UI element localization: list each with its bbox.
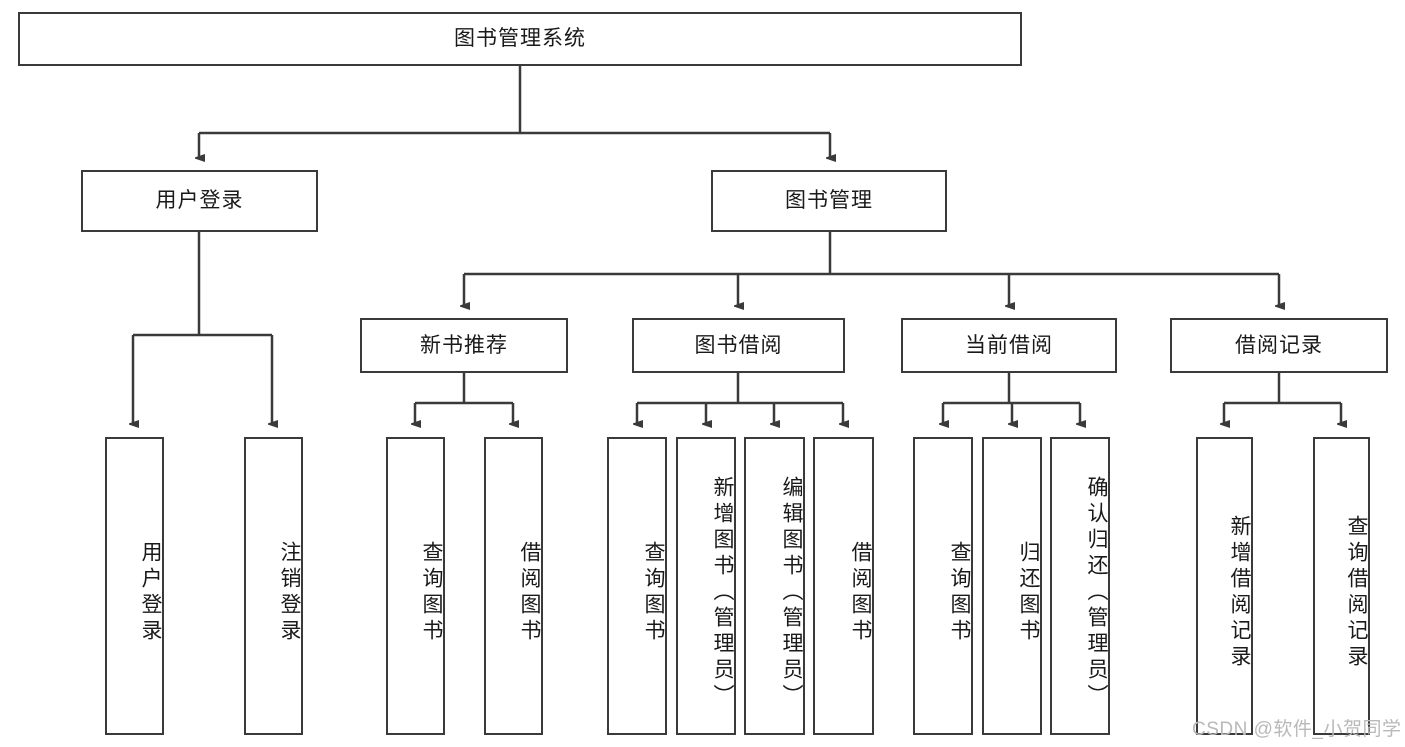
node-new-book-recommend-label: 新书推荐 (420, 333, 508, 357)
node-leaf-user-login-label: 用户登录 (139, 541, 162, 645)
node-leaf-query-book-borrow-label: 查询图书 (642, 541, 665, 645)
node-leaf-logout-label: 注销登录 (278, 541, 301, 645)
node-current-borrow[interactable]: 当前借阅 (901, 318, 1117, 373)
node-leaf-edit-book-admin[interactable]: 编辑图书（管理员） (744, 437, 805, 735)
node-user-login[interactable]: 用户登录 (81, 170, 318, 232)
node-leaf-edit-book-admin-label: 编辑图书（管理员） (780, 476, 803, 710)
node-leaf-confirm-return-admin[interactable]: 确认归还（管理员） (1050, 437, 1110, 735)
node-borrow-record[interactable]: 借阅记录 (1170, 318, 1388, 373)
node-leaf-logout[interactable]: 注销登录 (244, 437, 303, 735)
node-leaf-query-borrow-record-label: 查询借阅记录 (1345, 515, 1368, 671)
node-leaf-user-login[interactable]: 用户登录 (105, 437, 164, 735)
node-leaf-borrow-book-recommend[interactable]: 借阅图书 (484, 437, 543, 735)
node-leaf-query-book-recommend-label: 查询图书 (420, 541, 443, 645)
node-current-borrow-label: 当前借阅 (965, 333, 1053, 357)
node-book-borrow[interactable]: 图书借阅 (632, 318, 845, 373)
node-leaf-add-book-admin-label: 新增图书（管理员） (711, 476, 734, 710)
node-leaf-query-book-recommend[interactable]: 查询图书 (386, 437, 445, 735)
node-leaf-query-book-current[interactable]: 查询图书 (913, 437, 973, 735)
node-book-management-label: 图书管理 (785, 189, 873, 213)
node-leaf-add-borrow-record-label: 新增借阅记录 (1228, 515, 1251, 671)
node-leaf-borrow-book-recommend-label: 借阅图书 (518, 541, 541, 645)
node-new-book-recommend[interactable]: 新书推荐 (360, 318, 568, 373)
node-book-borrow-label: 图书借阅 (694, 333, 783, 357)
node-leaf-borrow-book[interactable]: 借阅图书 (813, 437, 874, 735)
node-book-management[interactable]: 图书管理 (711, 170, 947, 232)
node-leaf-query-borrow-record[interactable]: 查询借阅记录 (1313, 437, 1370, 735)
node-borrow-record-label: 借阅记录 (1235, 333, 1323, 357)
node-user-login-label: 用户登录 (155, 189, 244, 213)
node-leaf-confirm-return-admin-label: 确认归还（管理员） (1085, 476, 1108, 710)
node-leaf-add-book-admin[interactable]: 新增图书（管理员） (676, 437, 736, 735)
node-leaf-add-borrow-record[interactable]: 新增借阅记录 (1196, 437, 1253, 735)
node-root[interactable]: 图书管理系统 (18, 12, 1022, 66)
csdn-watermark: CSDN @软件_小贺同学 (1192, 719, 1402, 740)
node-leaf-return-book[interactable]: 归还图书 (982, 437, 1042, 735)
node-leaf-query-book-current-label: 查询图书 (948, 541, 971, 645)
node-root-label: 图书管理系统 (454, 27, 586, 51)
node-leaf-return-book-label: 归还图书 (1017, 541, 1040, 645)
node-leaf-borrow-book-label: 借阅图书 (849, 541, 872, 645)
node-leaf-query-book-borrow[interactable]: 查询图书 (607, 437, 667, 735)
